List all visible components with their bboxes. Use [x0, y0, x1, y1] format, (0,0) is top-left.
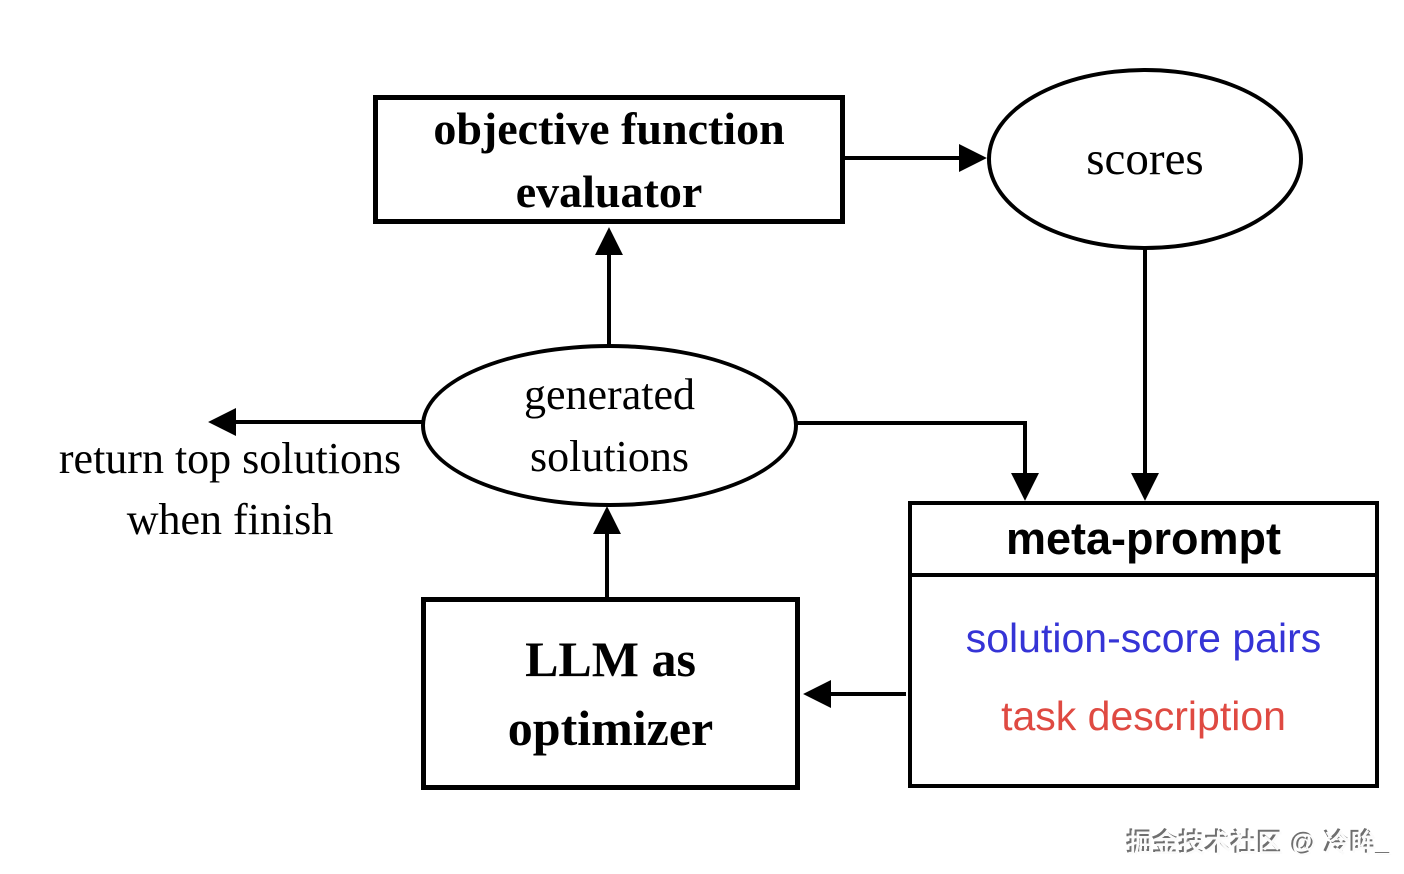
node-label-line: solutions: [530, 431, 689, 481]
note-line: return top solutions: [58, 434, 402, 483]
return-top-solutions-note: return top solutions when finish: [18, 428, 442, 550]
meta-prompt-item-solution-score-pairs: solution-score pairs: [965, 615, 1322, 662]
node-label-line: evaluator: [515, 165, 703, 217]
node-label-line: objective function: [433, 102, 785, 154]
node-label: scores: [1086, 133, 1204, 185]
node-generated-solutions: generated solutions: [421, 344, 798, 507]
meta-prompt-body: solution-score pairs task description: [912, 577, 1375, 784]
node-objective-function-evaluator: objective function evaluator: [373, 95, 845, 224]
node-scores: scores: [987, 68, 1303, 250]
node-meta-prompt: meta-prompt solution-score pairs task de…: [908, 501, 1379, 788]
arrow-generated-to-metaprompt: [796, 421, 1039, 501]
node-llm-as-optimizer: LLM as optimizer: [421, 597, 800, 790]
note-line: when finish: [126, 495, 334, 544]
watermark-text: 掘金技术社区 @ 冷眸_: [1127, 830, 1392, 858]
node-label-line: generated: [524, 369, 695, 419]
meta-prompt-item-task-description: task description: [1001, 692, 1286, 739]
node-label-line: optimizer: [507, 699, 714, 756]
node-label-line: LLM as: [525, 630, 696, 687]
meta-prompt-title: meta-prompt: [912, 505, 1375, 577]
